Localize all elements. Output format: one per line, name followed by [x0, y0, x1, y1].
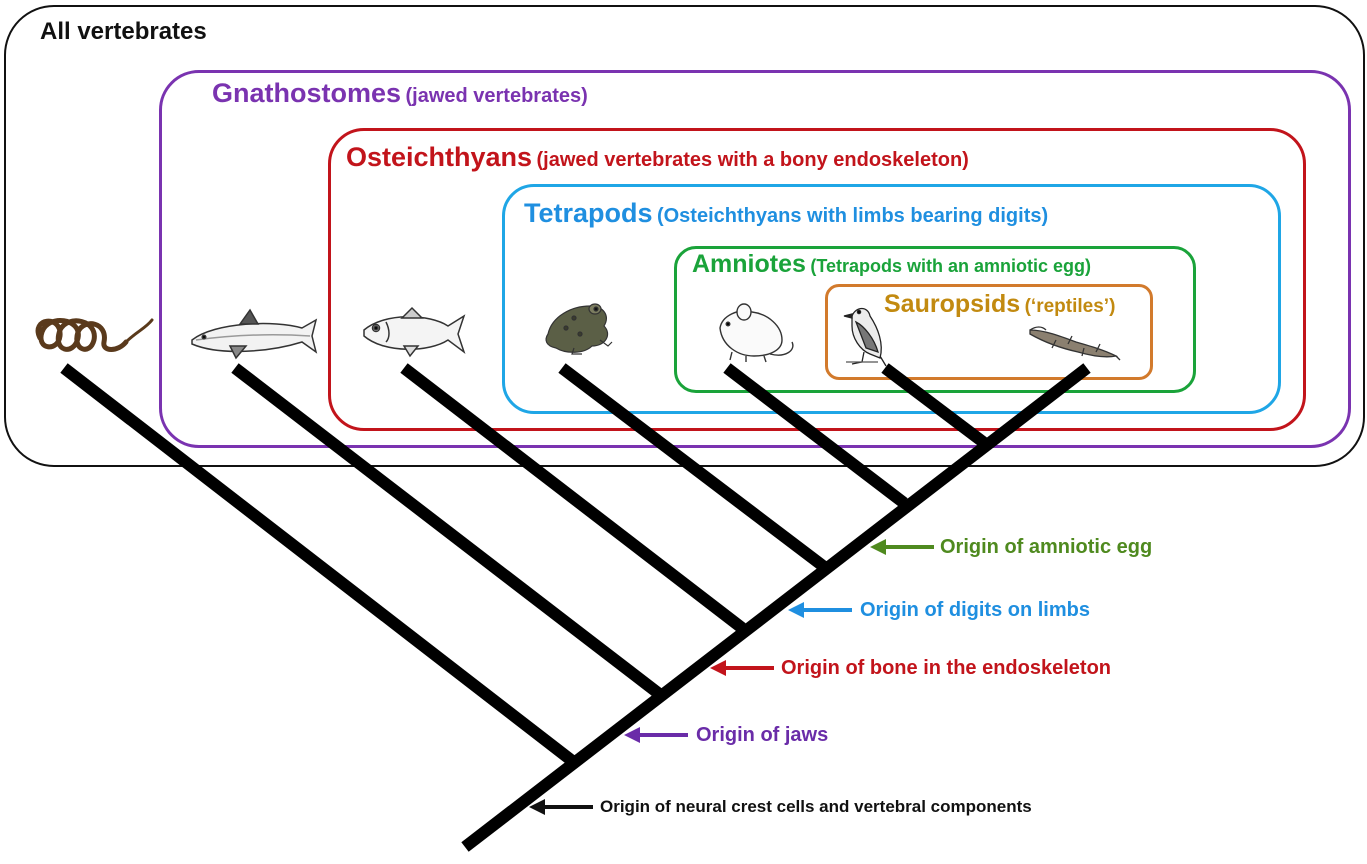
clade-description: (jawed vertebrates with a bony endoskele… [536, 149, 969, 171]
lizard-icon [1029, 326, 1121, 361]
arrow-icon [788, 602, 852, 618]
clade-label-sauropsids: Sauropsids (‘reptiles’) [884, 292, 1115, 317]
branch-mouse [723, 363, 908, 508]
arrow-icon [870, 539, 934, 555]
frog-icon [545, 303, 613, 355]
origin-label-digits: Origin of digits on limbs [860, 599, 1090, 621]
bony-fish-icon [363, 306, 466, 358]
branch-frog [558, 363, 827, 571]
origin-label-amniotic-egg: Origin of amniotic egg [940, 536, 1153, 558]
clade-description: (Tetrapods with an amniotic egg) [810, 256, 1092, 276]
origin-label-jaws: Origin of jaws [696, 724, 829, 746]
clade-label-osteichthyans: Osteichthyans (jawed vertebrates with a … [346, 144, 969, 171]
clade-description: (jawed vertebrates) [405, 85, 588, 107]
bird-icon [843, 307, 887, 367]
branch-lamprey [60, 363, 575, 765]
clade-name: Osteichthyans [346, 142, 533, 172]
clade-name: Tetrapods [524, 198, 653, 228]
mouse-icon [719, 303, 794, 363]
clade-box-sauropsids [825, 284, 1153, 380]
arrow-icon [624, 727, 688, 743]
arrow-icon [529, 799, 593, 815]
branch-bony-fish [400, 363, 746, 633]
origin-label-neural-crest: Origin of neural crest cells and vertebr… [600, 797, 1032, 816]
clade-name: Gnathostomes [212, 78, 402, 108]
clade-label-tetrapods: Tetrapods (Osteichthyans with limbs bear… [524, 200, 1048, 227]
clade-label-amniotes: Amniotes (Tetrapods with an amniotic egg… [692, 252, 1091, 277]
branch-bird [881, 363, 991, 450]
clade-box-tetrapods [502, 184, 1281, 414]
clade-box-gnathostomes [159, 70, 1351, 448]
lamprey-icon [35, 318, 154, 352]
origin-label-bone: Origin of bone in the endoskeleton [781, 657, 1112, 679]
branch-shark [231, 363, 662, 698]
clade-name: Sauropsids [884, 290, 1021, 318]
clade-description: (Osteichthyans with limbs bearing digits… [656, 205, 1049, 227]
shark-icon [191, 308, 318, 360]
clade-box-amniotes [674, 246, 1196, 393]
clade-name: Amniotes [692, 250, 806, 278]
clade-label-all-vertebrates: All vertebrates [40, 20, 207, 44]
clade-name: All vertebrates [40, 18, 207, 45]
clade-label-gnathostomes: Gnathostomes (jawed vertebrates) [212, 80, 588, 107]
clade-description: (‘reptiles’) [1024, 296, 1116, 317]
arrow-icon [710, 660, 774, 676]
